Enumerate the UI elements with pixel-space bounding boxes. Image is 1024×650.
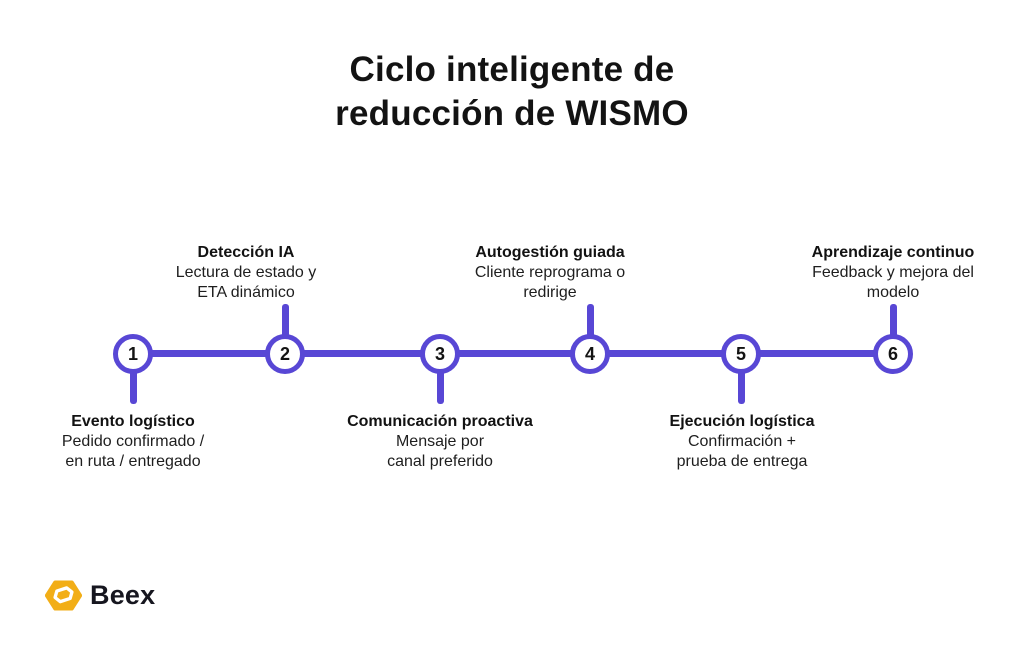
step-5-detail-2: prueba de entrega bbox=[676, 453, 808, 470]
step-3-heading: Comunicación proactiva bbox=[347, 413, 533, 430]
step-4-circle: 4 bbox=[570, 334, 610, 374]
step-5-circle: 5 bbox=[721, 334, 761, 374]
title-line-2: reducción de WISMO bbox=[335, 94, 689, 133]
step-2-circle: 2 bbox=[265, 334, 305, 374]
step-2-detail-2: ETA dinámico bbox=[197, 284, 295, 301]
step-1-stem bbox=[129, 354, 137, 404]
step-2-detail-1: Lectura de estado y bbox=[175, 264, 317, 281]
step-1-circle: 1 bbox=[113, 334, 153, 374]
step-1-detail-2: en ruta / entregado bbox=[65, 453, 201, 470]
beex-hexagon-icon bbox=[45, 577, 82, 614]
step-5-label: Ejecución logística Confirmación + prueb… bbox=[622, 412, 862, 472]
step-3-detail-1: Mensaje por bbox=[395, 433, 485, 450]
step-3-number: 3 bbox=[434, 343, 445, 364]
step-6-heading: Aprendizaje continuo bbox=[811, 244, 975, 261]
step-6-detail-2: modelo bbox=[866, 284, 920, 301]
step-2-stem bbox=[281, 304, 289, 354]
step-4-label: Autogestión guiada Cliente reprograma o … bbox=[430, 243, 670, 303]
title-line-1: Ciclo inteligente de bbox=[349, 50, 675, 89]
step-3-circle: 3 bbox=[420, 334, 460, 374]
step-4-detail-1: Cliente reprograma o bbox=[474, 264, 626, 281]
step-3-label: Comunicación proactiva Mensaje por canal… bbox=[320, 412, 560, 472]
timeline-line bbox=[133, 350, 893, 357]
step-6-label: Aprendizaje continuo Feedback y mejora d… bbox=[773, 243, 1013, 303]
step-2-heading: Detección IA bbox=[197, 244, 295, 261]
step-1-label: Evento logístico Pedido confirmado / en … bbox=[13, 412, 253, 472]
step-5-number: 5 bbox=[735, 343, 746, 364]
step-4-stem bbox=[586, 304, 594, 354]
step-1-number: 1 bbox=[127, 343, 138, 364]
step-3-stem bbox=[436, 354, 444, 404]
page-title: Ciclo inteligente de reducción de WISMO bbox=[0, 48, 1024, 136]
step-3-detail-2: canal preferido bbox=[387, 453, 493, 470]
step-6-detail-1: Feedback y mejora del bbox=[812, 264, 974, 281]
step-5-stem bbox=[737, 354, 745, 404]
step-1-detail-1: Pedido confirmado / bbox=[61, 433, 205, 450]
step-6-circle: 6 bbox=[873, 334, 913, 374]
step-2-number: 2 bbox=[279, 343, 290, 364]
step-6-stem bbox=[889, 304, 897, 354]
step-5-heading: Ejecución logística bbox=[669, 413, 815, 430]
step-4-heading: Autogestión guiada bbox=[475, 244, 625, 261]
step-6-number: 6 bbox=[887, 343, 898, 364]
step-4-detail-2: redirige bbox=[523, 284, 577, 301]
step-1-heading: Evento logístico bbox=[71, 413, 195, 430]
step-2-label: Detección IA Lectura de estado y ETA din… bbox=[126, 243, 366, 303]
brand-name: Beex bbox=[90, 580, 156, 610]
step-5-detail-1: Confirmación + bbox=[687, 433, 797, 450]
step-4-number: 4 bbox=[584, 343, 595, 364]
brand-logo: Beex bbox=[45, 577, 155, 614]
